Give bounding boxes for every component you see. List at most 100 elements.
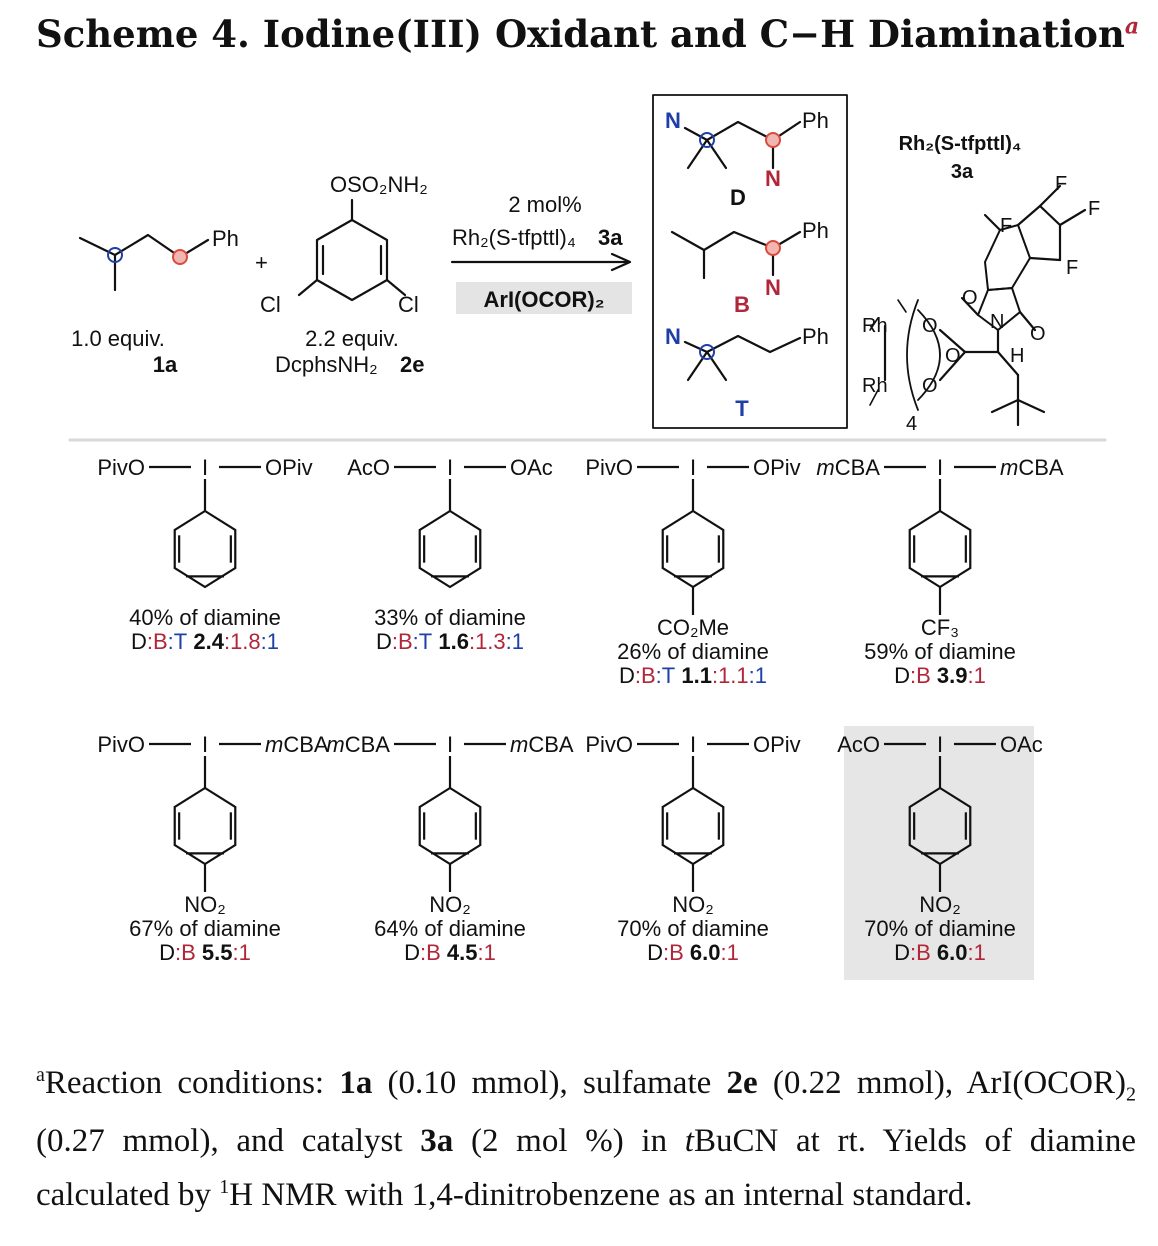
atom-o1: O — [922, 315, 938, 337]
diamine-yield: 40% of diamine — [129, 605, 281, 630]
oxidant-left-ligand: PivO — [585, 732, 633, 757]
para-substituent: NO₂ — [919, 892, 961, 917]
product-t-label: T — [735, 396, 749, 421]
atom-o3: O — [945, 345, 961, 367]
selectivity-ratio: D:B:T 1.1:1.1:1 — [619, 663, 767, 688]
oxidant-left-ligand: PivO — [97, 732, 145, 757]
diamine-yield: 67% of diamine — [129, 916, 281, 941]
oxidant-left-ligand: AcO — [347, 455, 390, 480]
catalyst-conditions-label: 3a — [598, 225, 623, 250]
oxidant-left-ligand: PivO — [97, 455, 145, 480]
product-d-label: D — [730, 185, 746, 210]
iodine-atom: I — [447, 455, 453, 480]
product-t-n: N — [665, 324, 681, 349]
iodine-atom: I — [690, 732, 696, 757]
para-substituent: NO₂ — [672, 892, 714, 917]
atom-f4: F — [1066, 257, 1078, 279]
rh-bottom: Rh — [862, 375, 888, 397]
oxidant-right-ligand: OAc — [1000, 732, 1043, 757]
iodine-atom: I — [447, 732, 453, 757]
oxidant-left-ligand: PivO — [585, 455, 633, 480]
catalyst-name: Rh₂(S-tfpttl)₄ — [899, 133, 1022, 155]
iodine-atom: I — [937, 455, 943, 480]
selectivity-ratio: D:B:T 1.6:1.3:1 — [376, 629, 524, 654]
oxidant-right-ligand: OPiv — [265, 455, 313, 480]
selectivity-ratio: D:B 5.5:1 — [159, 940, 251, 965]
selectivity-ratio: D:B 6.0:1 — [894, 940, 986, 965]
product-d-n2: N — [765, 166, 781, 191]
catalyst-conditions: Rh₂(S-tfpttl)₄ — [452, 225, 576, 250]
diamine-yield: 33% of diamine — [374, 605, 526, 630]
oxidant-left-ligand: mCBA — [326, 732, 390, 757]
product-t-ph: Ph — [802, 324, 829, 349]
benzene-ring — [173, 509, 237, 589]
selectivity-ratio: D:B 4.5:1 — [404, 940, 496, 965]
atom-f3: F — [1000, 215, 1012, 237]
atom-o2: O — [922, 375, 938, 397]
iodine-atom: I — [690, 455, 696, 480]
selectivity-ratio: D:B:T 2.4:1.8:1 — [131, 629, 279, 654]
oxidant-right-ligand: mCBA — [1000, 455, 1064, 480]
substrate-ph: Ph — [212, 226, 239, 251]
oxidant-right-ligand: OPiv — [753, 732, 801, 757]
atom-o5: O — [1030, 323, 1046, 345]
sulfamate-cl-right: Cl — [398, 292, 419, 317]
product-b-n: N — [765, 275, 781, 300]
plus-sign: + — [255, 250, 268, 275]
product-b-label: B — [734, 292, 750, 317]
substrate-skeleton — [78, 233, 210, 259]
site-markers — [107, 132, 781, 360]
sulfamate-ring — [315, 218, 389, 302]
sulfamate-group: OSO₂NH₂ — [330, 172, 428, 197]
footnote: aReaction conditions: 1a (0.10 mmol), su… — [36, 1064, 1137, 1213]
oxidant-right-ligand: mCBA — [265, 732, 329, 757]
scheme-title: Scheme 4. Iodine(III) Oxidant and C−H Di… — [36, 12, 1140, 56]
oxidant-left-ligand: AcO — [837, 732, 880, 757]
atom-o4: O — [962, 287, 978, 309]
catalyst-label: 3a — [951, 161, 974, 183]
selectivity-ratio: D:B 6.0:1 — [647, 940, 739, 965]
diamine-yield: 26% of diamine — [617, 639, 769, 664]
product-d-n1: N — [665, 108, 681, 133]
diamine-yield: 70% of diamine — [864, 916, 1016, 941]
iodine-atom: I — [202, 732, 208, 757]
sulfamate-cl-left: Cl — [260, 292, 281, 317]
iodine-atom: I — [937, 732, 943, 757]
oxidant-label: ArI(OCOR)₂ — [484, 287, 605, 312]
diamine-yield: 70% of diamine — [617, 916, 769, 941]
catalyst-loading: 2 mol% — [508, 192, 581, 217]
diamine-yield: 64% of diamine — [374, 916, 526, 941]
diamine-yield: 59% of diamine — [864, 639, 1016, 664]
atom-h: H — [1010, 345, 1024, 367]
sulfamate-label: 2e — [400, 352, 424, 377]
oxidant-right-ligand: OPiv — [753, 455, 801, 480]
atom-f2: F — [1088, 198, 1100, 220]
oxidant-box — [456, 282, 632, 314]
para-substituent: CO₂Me — [657, 615, 729, 640]
para-substituent: NO₂ — [184, 892, 226, 917]
substrate-equiv: 1.0 equiv. — [71, 326, 165, 351]
selectivity-ratio: D:B 3.9:1 — [894, 663, 986, 688]
para-substituent: NO₂ — [429, 892, 471, 917]
oxidant-right-ligand: mCBA — [510, 732, 574, 757]
atom-f1: F — [1055, 173, 1067, 195]
oxidant-left-ligand: mCBA — [816, 455, 880, 480]
oxidant-right-ligand: OAc — [510, 455, 553, 480]
sulfamate-equiv: 2.2 equiv. — [305, 326, 399, 351]
catalyst-count: 4 — [906, 413, 917, 435]
atom-n: N — [990, 311, 1004, 333]
products-box — [652, 94, 848, 429]
product-d-ph: Ph — [802, 108, 829, 133]
rh-top: Rh — [862, 315, 888, 337]
substrate-label: 1a — [153, 352, 178, 377]
